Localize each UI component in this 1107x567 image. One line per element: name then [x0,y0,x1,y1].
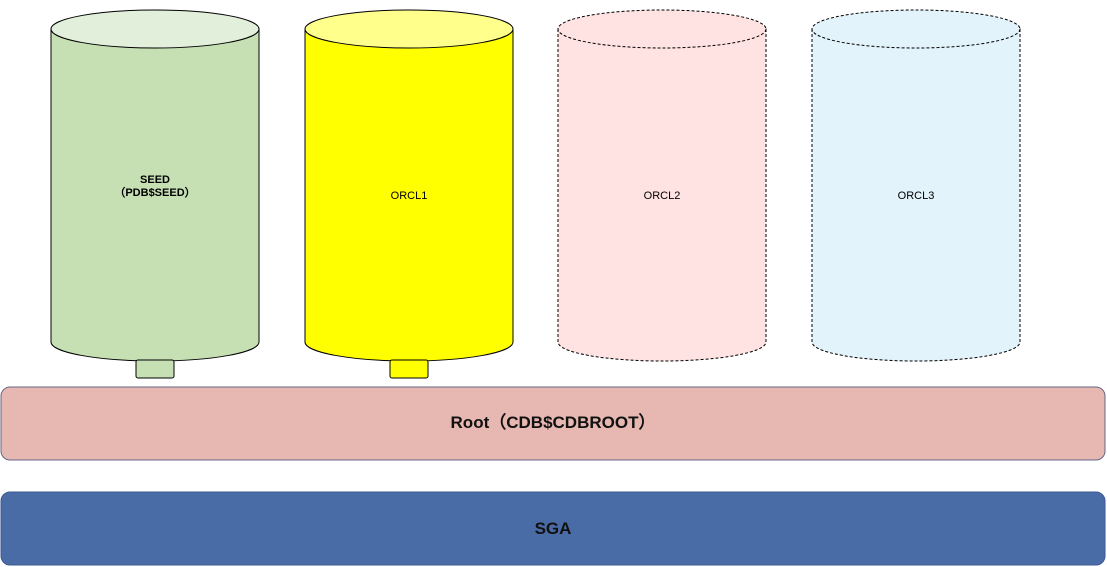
cylinder-orcl3-body [811,28,1021,362]
cylinder-orcl2-label-line1: ORCL2 [644,190,681,202]
cylinder-seed-top [50,9,260,49]
cylinder-orcl1-connector [389,359,429,379]
cylinder-orcl2-top [557,9,767,49]
cylinder-orcl1-top [304,9,514,49]
cylinder-orcl2-body [557,28,767,362]
cylinder-orcl1-label-line1: ORCL1 [391,190,428,202]
cylinder-seed[interactable]: SEED （PDB$SEED） [50,9,260,379]
cylinder-seed-label-line1: SEED [140,174,170,186]
cylinder-seed-label-line2: （PDB$SEED） [114,186,195,199]
sga-bar [0,491,1106,566]
cylinder-seed-connector [135,359,175,379]
cylinder-orcl2[interactable]: ORCL2 [557,9,767,362]
sga-container[interactable]: SGA [0,491,1106,566]
cylinder-orcl1[interactable]: ORCL1 [304,9,514,379]
root-bar [0,386,1106,461]
root-container[interactable]: Root（CDB$CDBROOT） [0,386,1106,461]
cylinder-orcl3-label-line1: ORCL3 [898,190,935,202]
cylinder-orcl3-top [811,9,1021,49]
root-label: Root（CDB$CDBROOT） [451,412,656,432]
sga-label: SGA [535,519,572,538]
cylinder-orcl3[interactable]: ORCL3 [811,9,1021,362]
